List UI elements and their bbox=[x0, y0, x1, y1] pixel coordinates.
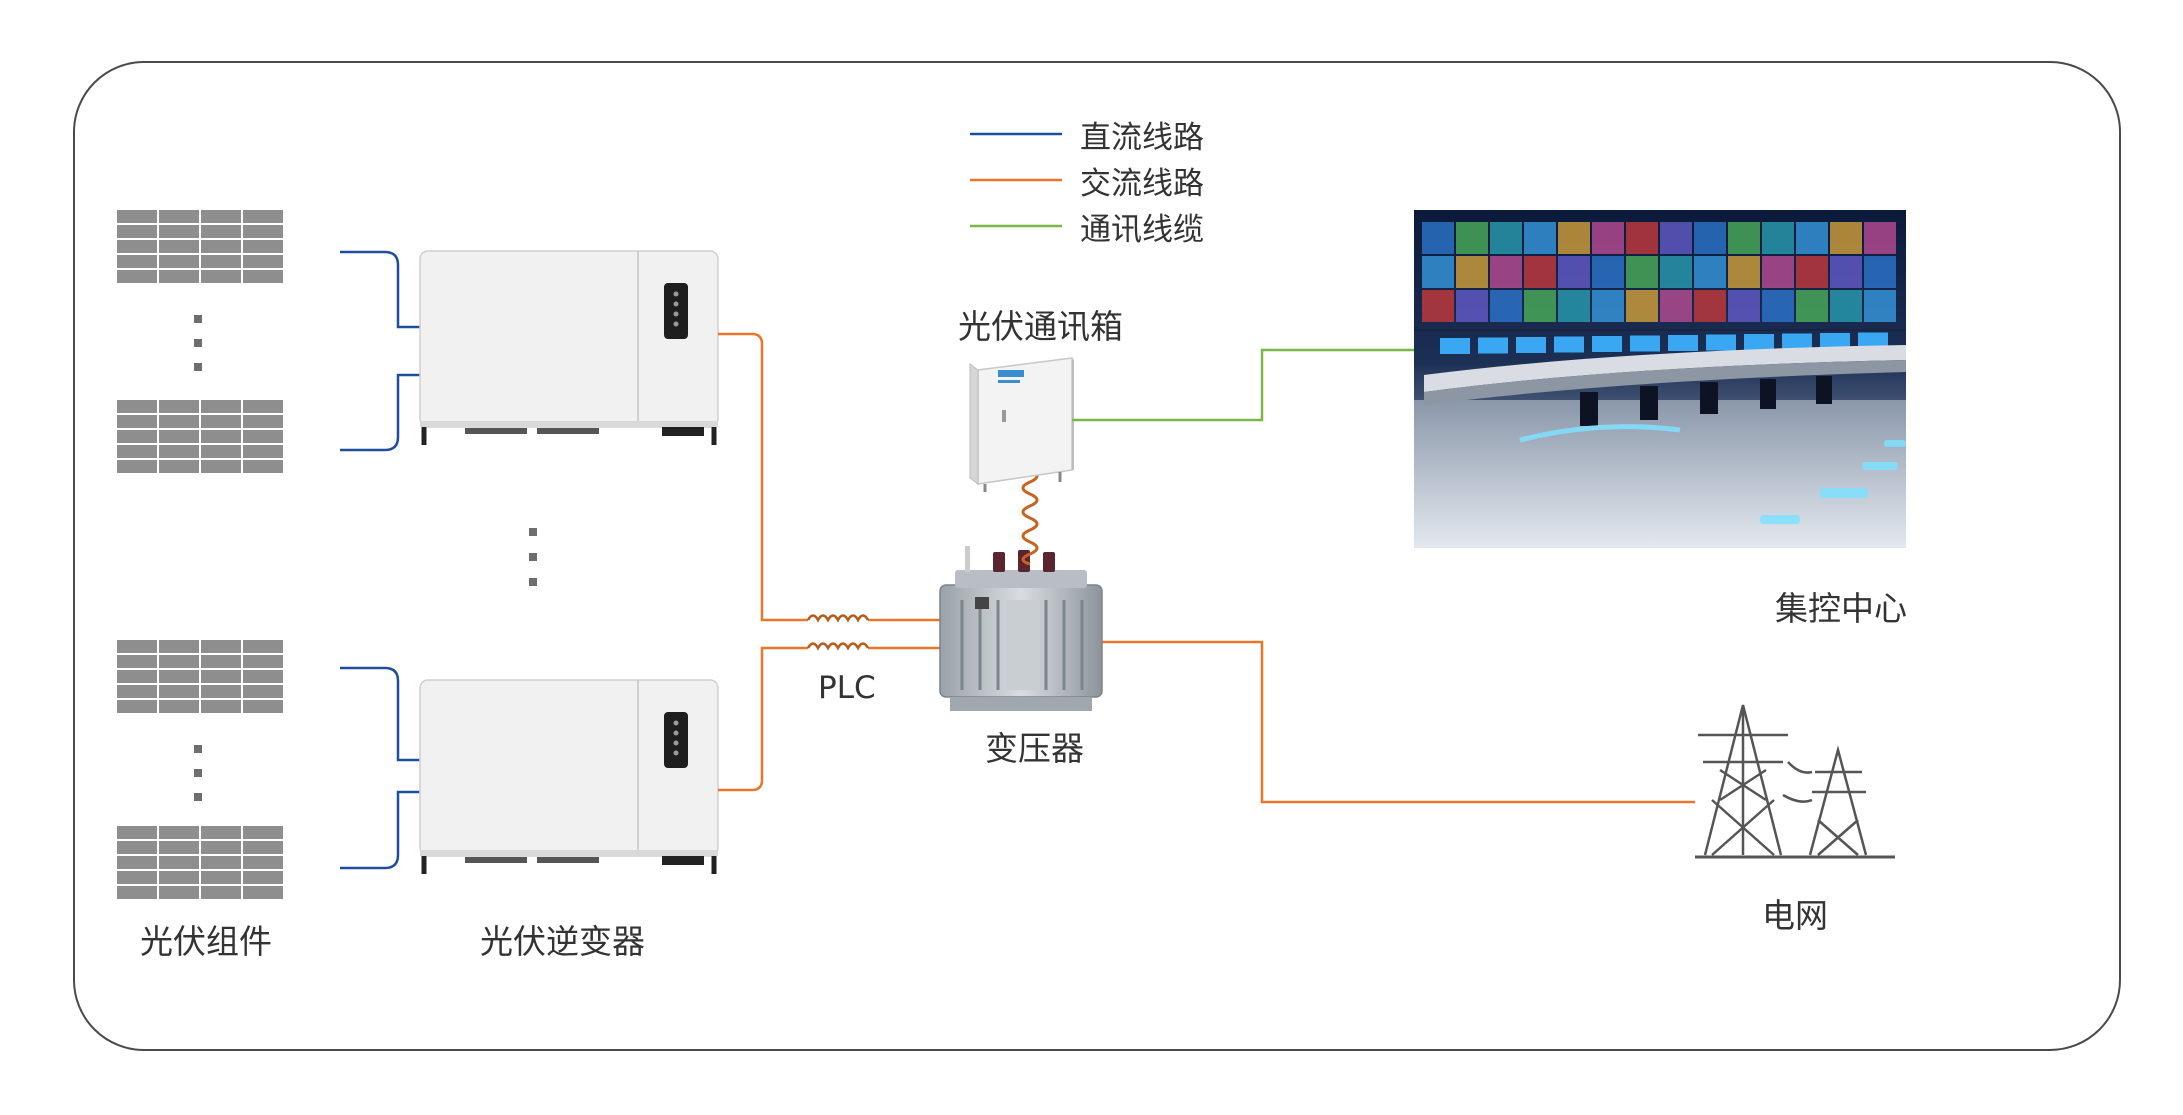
legend-comm-label: 通讯线缆 bbox=[1080, 212, 1204, 248]
plc-coils bbox=[806, 614, 870, 651]
grid-label: 电网 bbox=[1762, 896, 1828, 935]
pv-inverter-label: 光伏逆变器 bbox=[480, 922, 645, 961]
dc-lines bbox=[340, 250, 420, 870]
comm-line bbox=[1072, 348, 1414, 422]
transformer bbox=[939, 546, 1103, 711]
diagram-frame bbox=[73, 61, 2121, 1051]
control-center-label: 集控中心 bbox=[1775, 589, 1907, 628]
inverter-bottom bbox=[419, 679, 719, 874]
legend-ac-label: 交流线路 bbox=[1080, 166, 1204, 202]
comm-box bbox=[969, 357, 1074, 492]
legend-dc-label: 直流线路 bbox=[1080, 120, 1204, 156]
solar-panel bbox=[117, 640, 283, 713]
plc-label: PLC bbox=[818, 670, 876, 706]
ac-lines bbox=[718, 332, 1695, 804]
pv-modules-label: 光伏组件 bbox=[140, 922, 272, 961]
legend bbox=[970, 132, 1062, 228]
comm-spiral-cable bbox=[1021, 468, 1039, 566]
pv-modules-group bbox=[117, 210, 283, 899]
control-center-image bbox=[1414, 210, 1906, 548]
comm-box-label: 光伏通讯箱 bbox=[958, 307, 1123, 346]
transformer-label: 变压器 bbox=[985, 729, 1084, 768]
solar-panel bbox=[117, 400, 283, 473]
inverter-top bbox=[419, 250, 719, 445]
power-tower-icon bbox=[1695, 704, 1895, 859]
ellipsis-dots bbox=[194, 315, 537, 801]
solar-panel bbox=[117, 826, 283, 899]
solar-panel bbox=[117, 210, 283, 283]
